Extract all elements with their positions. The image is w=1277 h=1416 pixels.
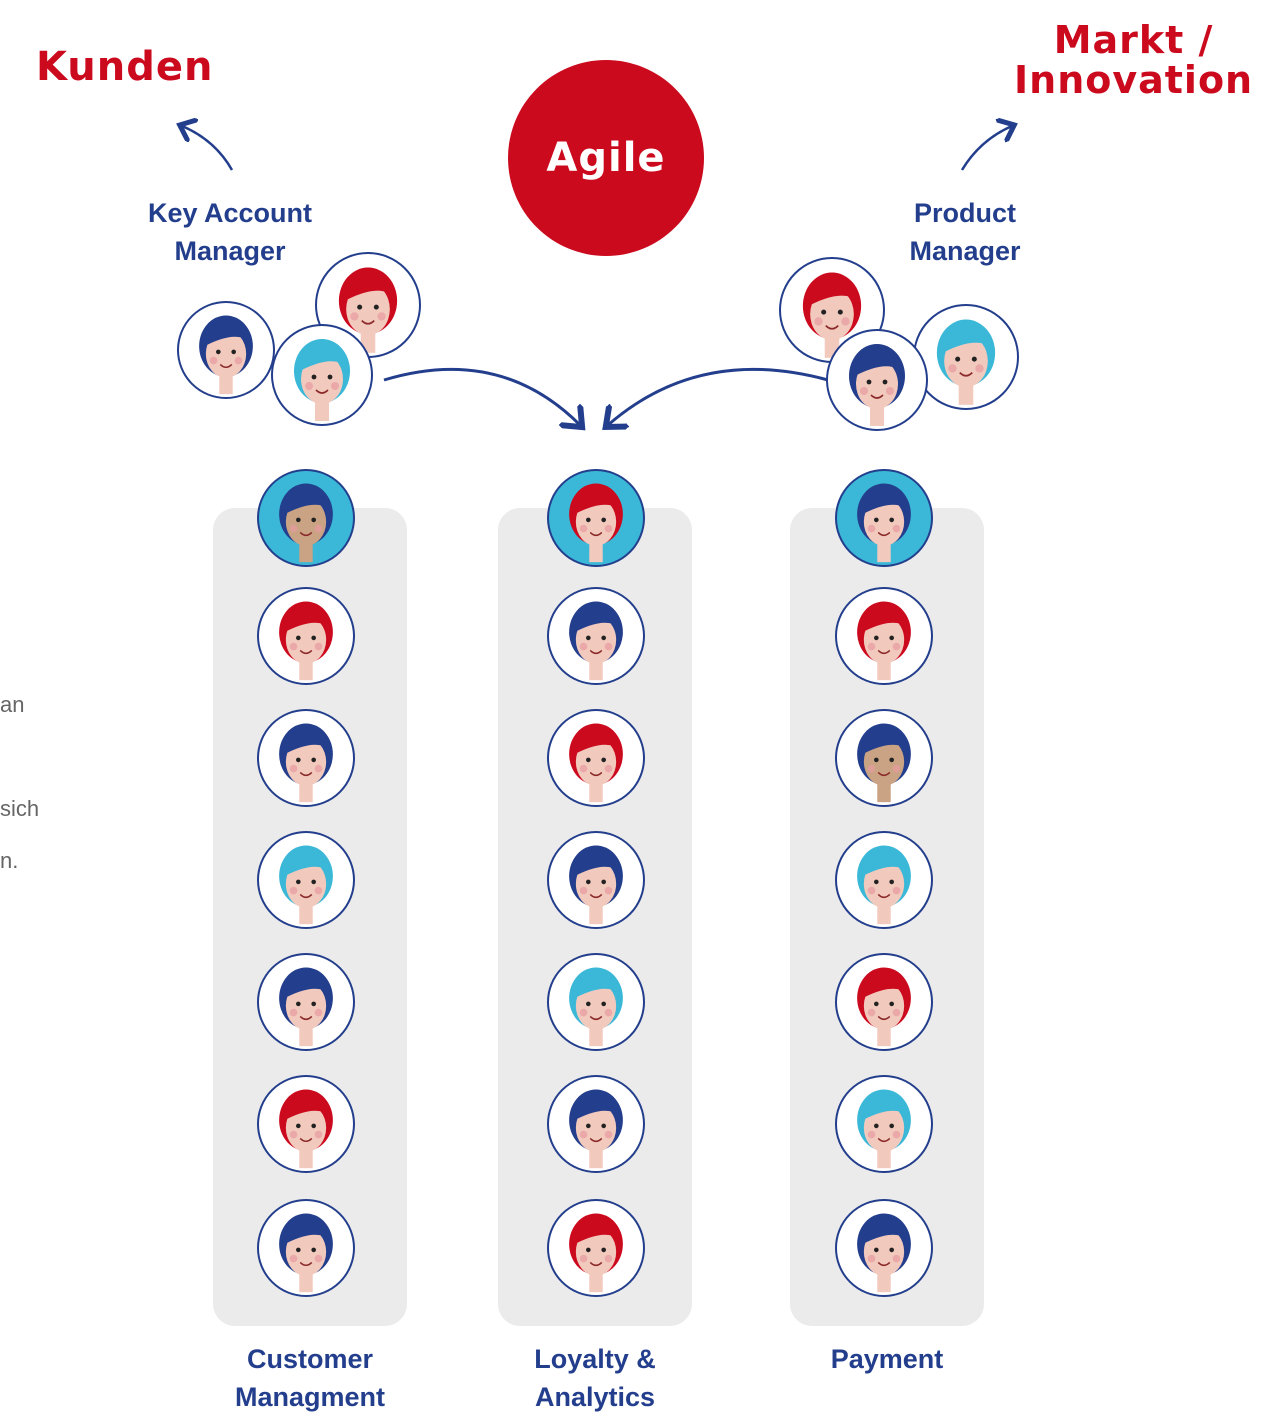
avatar-lane2-7 bbox=[547, 1199, 645, 1297]
agile-label: Agile bbox=[546, 135, 666, 181]
lane-label-loyalty-analytics: Loyalty & Analytics bbox=[475, 1340, 715, 1416]
lane-label-line1: Payment bbox=[830, 1344, 944, 1374]
role-key-account-manager: Key Account Manager bbox=[110, 194, 350, 270]
avatar-kam-2 bbox=[315, 252, 421, 358]
markt-label-line1: Markt / bbox=[1053, 18, 1214, 62]
lane-label-line2: Managment bbox=[234, 1382, 386, 1412]
avatar-lane3-2 bbox=[835, 587, 933, 685]
avatar-lane3-3 bbox=[835, 709, 933, 807]
avatar-lane1-3 bbox=[257, 709, 355, 807]
arrow-to-kunden bbox=[182, 126, 234, 171]
avatar-lane2-5 bbox=[547, 953, 645, 1051]
avatar-lane1-1 bbox=[257, 469, 355, 567]
role-pm-line1: Product bbox=[913, 198, 1016, 228]
role-kam-line2: Manager bbox=[174, 236, 286, 266]
markt-innovation-label: Markt / Innovation bbox=[1014, 20, 1253, 100]
avatar-lane2-1 bbox=[547, 469, 645, 567]
avatar-lane3-1 bbox=[835, 469, 933, 567]
side-text-1: an bbox=[0, 692, 25, 717]
avatar-lane2-6 bbox=[547, 1075, 645, 1173]
lane-label-customer-management: Customer Managment bbox=[190, 1340, 430, 1416]
arrow-to-markt bbox=[960, 126, 1012, 171]
arrow-pm-to-center bbox=[608, 367, 829, 425]
avatar-lane2-3 bbox=[547, 709, 645, 807]
avatar-lane1-4 bbox=[257, 831, 355, 929]
kunden-label: Kunden bbox=[36, 44, 214, 90]
agile-badge: Agile bbox=[508, 60, 704, 256]
avatar-lane1-7 bbox=[257, 1199, 355, 1297]
lane-label-line1: Customer bbox=[246, 1344, 374, 1374]
lane-label-payment: Payment bbox=[767, 1340, 1007, 1378]
avatar-lane2-4 bbox=[547, 831, 645, 929]
markt-label-line2: Innovation bbox=[1014, 58, 1254, 102]
side-text-2: sich bbox=[0, 796, 40, 821]
avatar-lane1-2 bbox=[257, 587, 355, 685]
avatar-kam-1 bbox=[177, 301, 275, 399]
avatar-lane3-7 bbox=[835, 1199, 933, 1297]
avatar-lane1-6 bbox=[257, 1075, 355, 1173]
role-pm-line2: Manager bbox=[909, 236, 1021, 266]
avatar-pm-3 bbox=[826, 329, 928, 431]
avatar-lane1-5 bbox=[257, 953, 355, 1051]
avatars-group bbox=[177, 252, 1019, 1297]
avatar-lane3-6 bbox=[835, 1075, 933, 1173]
arrow-kam-to-center bbox=[383, 367, 580, 425]
role-kam-line1: Key Account bbox=[147, 198, 313, 228]
side-text-3: n. bbox=[0, 848, 19, 873]
lane-label-line2: Analytics bbox=[534, 1382, 656, 1412]
avatar-lane2-2 bbox=[547, 587, 645, 685]
avatar-pm-1 bbox=[779, 257, 885, 363]
avatar-lane3-4 bbox=[835, 831, 933, 929]
avatar-kam-3 bbox=[271, 324, 373, 426]
role-product-manager: Product Manager bbox=[860, 194, 1070, 270]
avatar-pm-2 bbox=[913, 304, 1019, 410]
avatar-lane3-5 bbox=[835, 953, 933, 1051]
lane-label-line1: Loyalty & bbox=[534, 1344, 656, 1374]
